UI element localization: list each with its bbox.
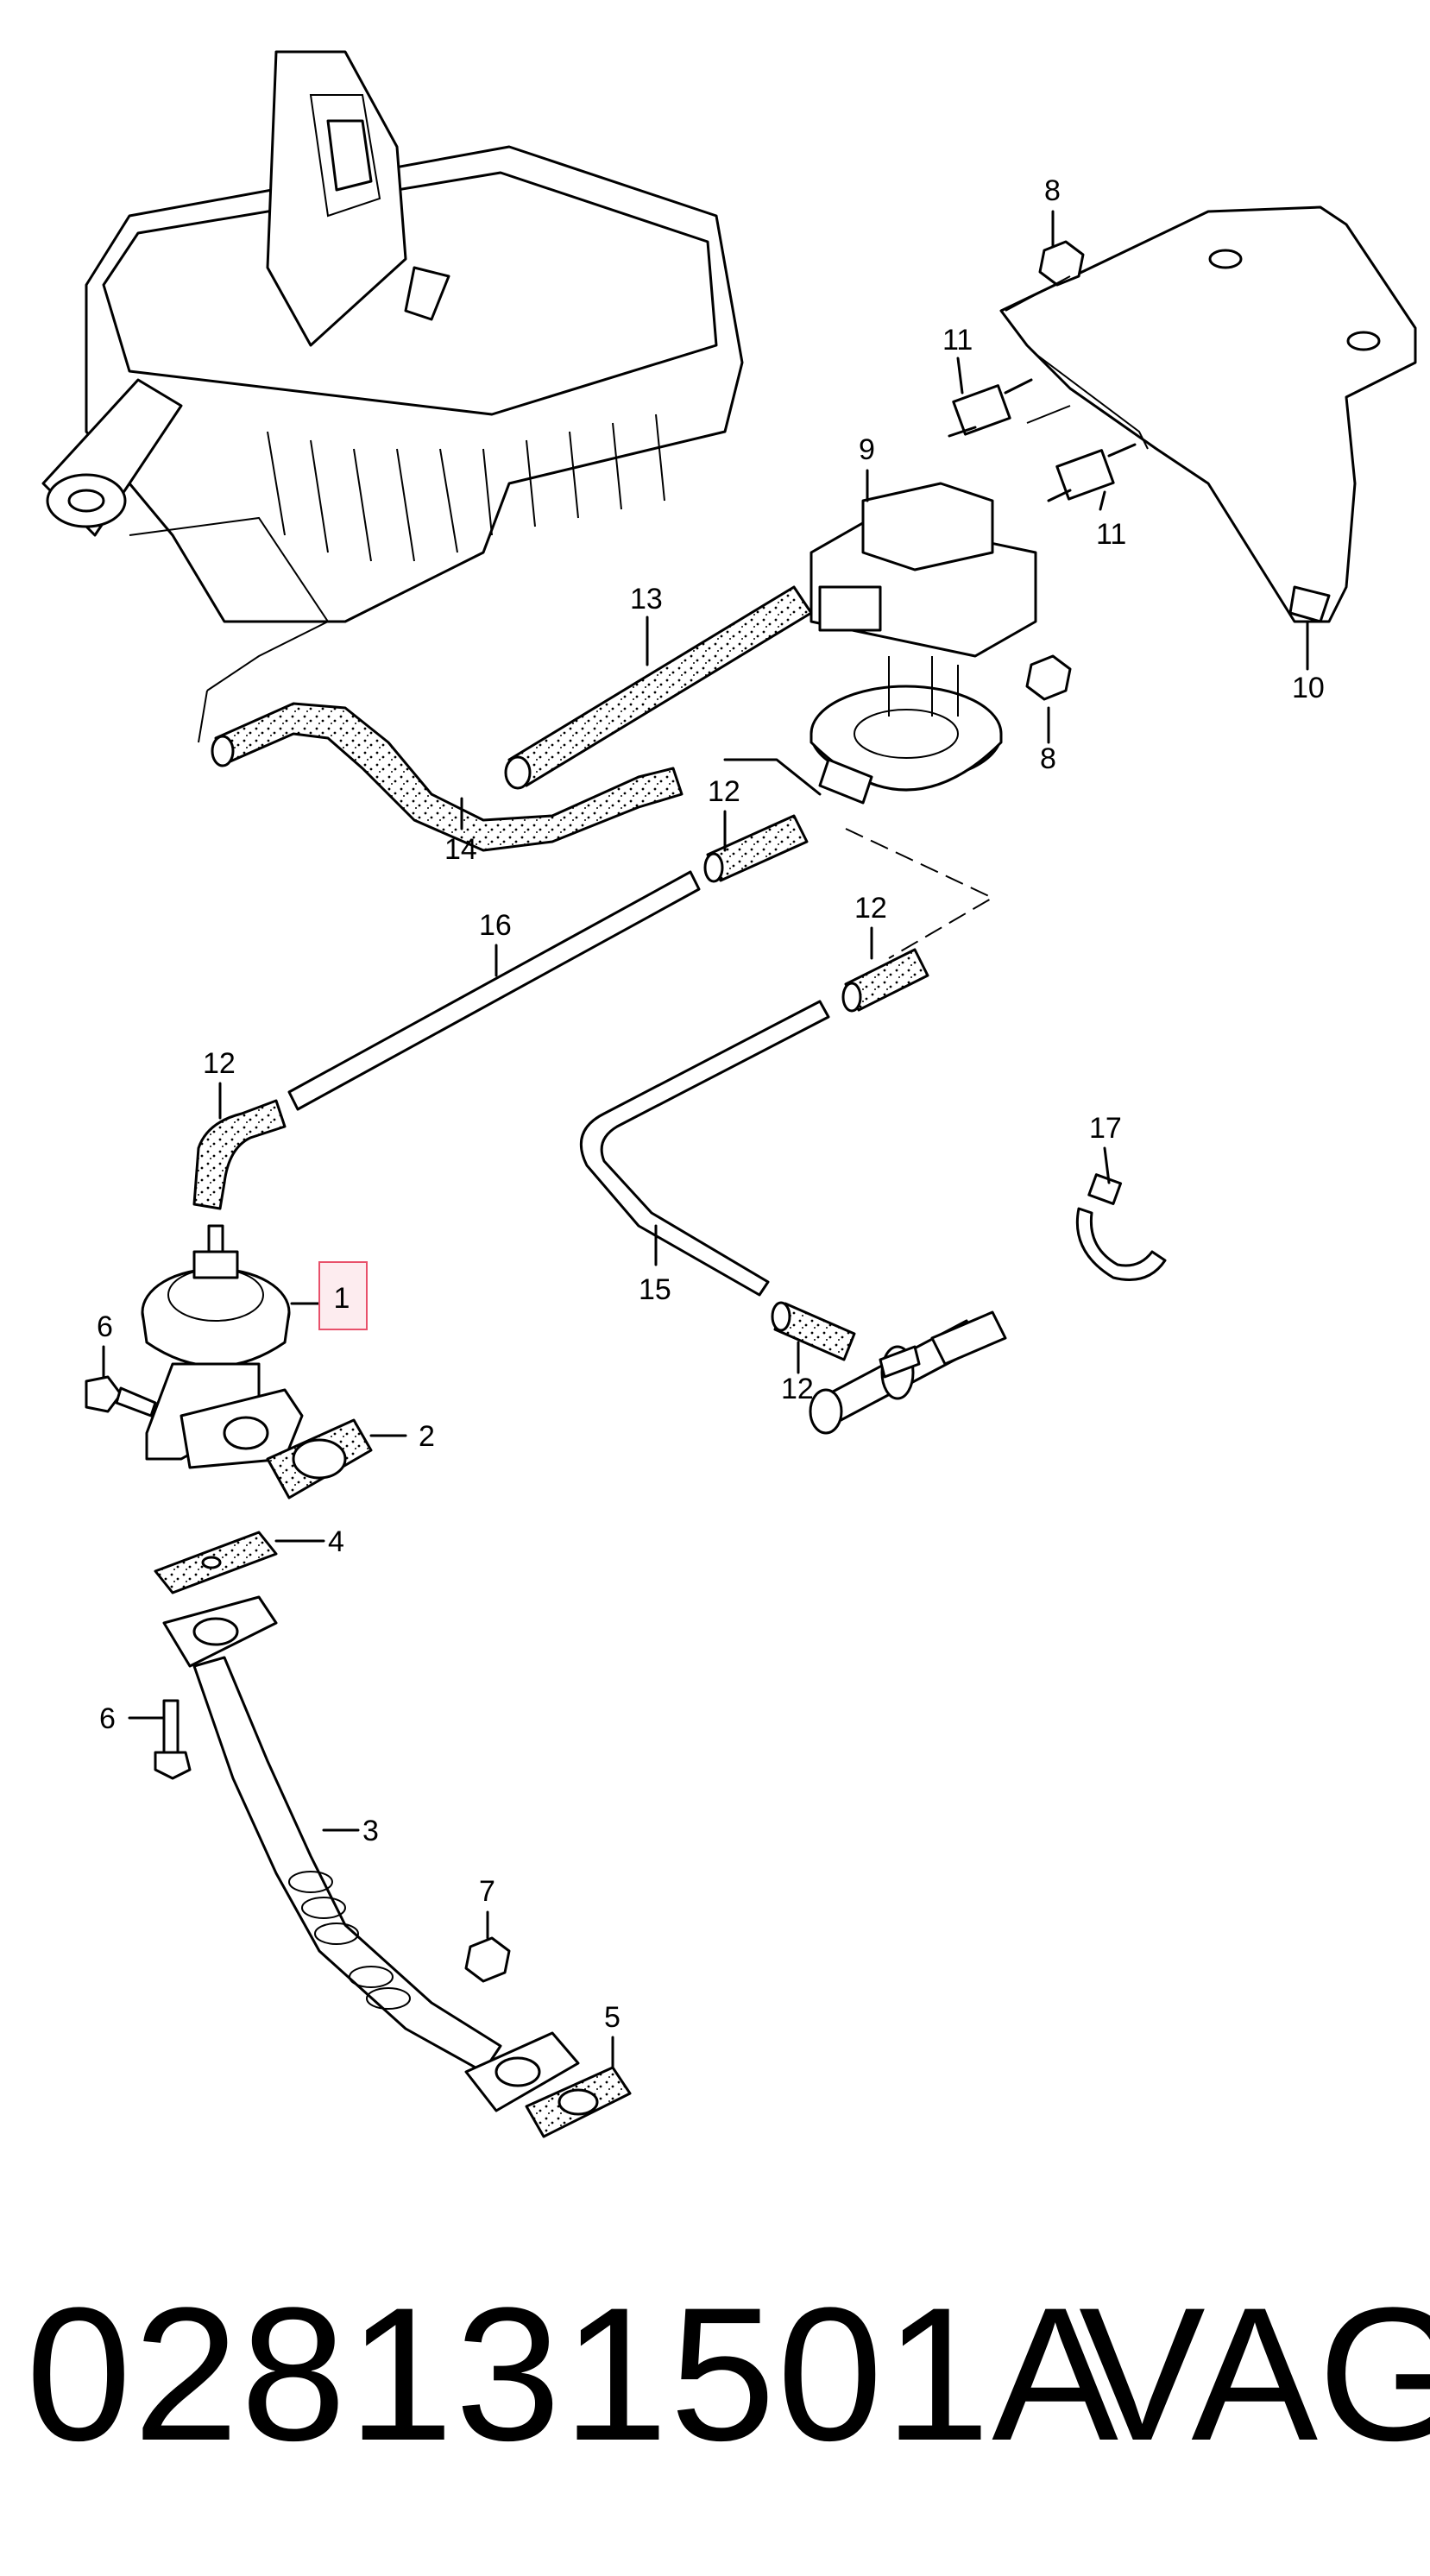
- callout-13[interactable]: 13: [630, 583, 663, 616]
- egr-valve-part-1: [141, 1224, 304, 1469]
- exploded-parts-diagram: 1 2 3 4 5 6 6 7 8 8 9 10 11 11 12 12 12 …: [41, 50, 1417, 2138]
- callout-12-middle[interactable]: 12: [854, 892, 887, 925]
- bolt-part-6-bottom: [154, 1699, 192, 1780]
- hose-part-14: [211, 702, 684, 852]
- air-filter-housing: [41, 50, 744, 743]
- hose-clamp-part-17: [1075, 1173, 1167, 1281]
- callout-4[interactable]: 4: [328, 1525, 344, 1558]
- egr-pipe-part-3: [162, 1595, 580, 2112]
- callout-8-top[interactable]: 8: [1044, 174, 1061, 207]
- callout-8-bottom[interactable]: 8: [1040, 742, 1056, 775]
- callout-15[interactable]: 15: [639, 1273, 671, 1306]
- callout-1[interactable]: 1: [334, 1282, 350, 1315]
- part-number: 028131501A: [26, 2268, 1120, 2480]
- solenoid-valve-part-9: [809, 482, 1037, 805]
- hose-part-13: [504, 585, 813, 790]
- nut-part-8-bottom: [1025, 654, 1072, 701]
- rubber-mount-part-11-top: [948, 378, 1033, 438]
- callout-10[interactable]: 10: [1292, 672, 1325, 704]
- gasket-part-2: [266, 1418, 373, 1500]
- callout-6-bottom[interactable]: 6: [99, 1702, 116, 1735]
- hose-part-12-middle: [841, 948, 929, 1013]
- callout-11-bottom[interactable]: 11: [1096, 518, 1126, 551]
- callout-16[interactable]: 16: [479, 909, 512, 942]
- callout-3[interactable]: 3: [362, 1815, 379, 1847]
- callout-12-left[interactable]: 12: [203, 1047, 236, 1080]
- pipe-part-15: [579, 1000, 830, 1297]
- callout-5[interactable]: 5: [604, 2001, 621, 2034]
- callout-9[interactable]: 9: [859, 433, 875, 466]
- gasket-part-5: [525, 2066, 632, 2138]
- dashed-leader-lines: [845, 275, 1071, 959]
- pipe-part-16: [287, 870, 701, 1111]
- callout-11-top[interactable]: 11: [942, 324, 973, 357]
- callout-2[interactable]: 2: [419, 1420, 435, 1453]
- nut-part-7: [464, 1936, 511, 1983]
- callout-12-lower[interactable]: 12: [781, 1373, 814, 1405]
- hose-part-12-top: [703, 814, 809, 883]
- rubber-mount-part-11-bottom: [1047, 443, 1137, 502]
- bolt-part-6-top: [85, 1375, 157, 1417]
- callout-14[interactable]: 14: [444, 833, 477, 866]
- hose-part-12-left: [192, 1099, 287, 1210]
- gasket-part-4: [154, 1531, 278, 1594]
- t-connector: [809, 1310, 1007, 1435]
- bracket-part-10: [999, 205, 1417, 623]
- callout-17[interactable]: 17: [1089, 1112, 1122, 1145]
- callout-1-highlight: [318, 1261, 368, 1330]
- brand-name: VAG: [1079, 2268, 1430, 2480]
- hose-part-12-lower: [771, 1301, 856, 1361]
- callout-6-top[interactable]: 6: [97, 1310, 113, 1343]
- callout-7[interactable]: 7: [479, 1875, 495, 1908]
- nut-part-8-top: [1038, 240, 1085, 287]
- callout-12-top[interactable]: 12: [708, 775, 740, 808]
